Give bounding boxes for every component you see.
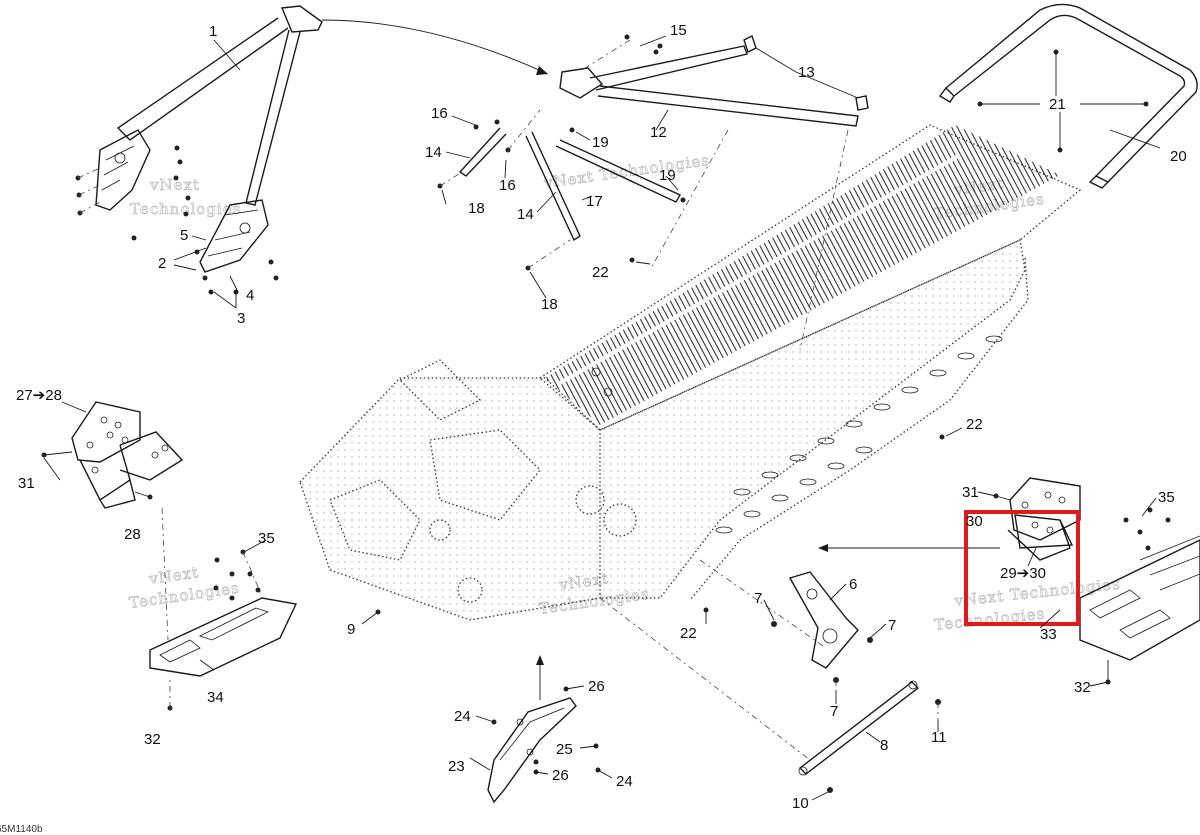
callout-22c[interactable]: 22 <box>680 625 697 642</box>
callout-34[interactable]: 34 <box>207 689 224 706</box>
callout-24b[interactable]: 24 <box>616 773 633 790</box>
callout-31b[interactable]: 31 <box>962 484 979 501</box>
axis-line <box>161 507 169 641</box>
rear-bumper-guard <box>475 685 613 804</box>
callout-22a[interactable]: 22 <box>592 264 609 281</box>
watermark-text: Technologies <box>934 604 1047 634</box>
callout-6[interactable]: 6 <box>849 576 857 593</box>
callout-17[interactable]: 17 <box>586 193 603 210</box>
callout-3[interactable]: 3 <box>237 310 245 327</box>
callout-21[interactable]: 21 <box>1049 96 1066 113</box>
left-footrest-bracket <box>41 401 184 509</box>
upper-strut-assembly <box>437 34 869 271</box>
rear-axle-bracket-assembly <box>599 559 941 793</box>
callout-4[interactable]: 4 <box>246 287 254 304</box>
callout-26a[interactable]: 26 <box>588 678 605 695</box>
left-running-board <box>149 549 298 711</box>
rear-grab-handle <box>938 3 1198 189</box>
callout-11[interactable]: 11 <box>931 729 947 746</box>
watermark-text: Technologies <box>130 200 241 218</box>
callout-7c[interactable]: 7 <box>830 703 838 720</box>
callout-16a[interactable]: 16 <box>431 105 448 122</box>
callout-29-30[interactable]: 29➔30 <box>1000 565 1046 582</box>
callout-25[interactable]: 25 <box>556 741 573 758</box>
callout-32a[interactable]: 32 <box>144 731 161 748</box>
callout-20[interactable]: 20 <box>1170 148 1187 165</box>
callout-19a[interactable]: 19 <box>592 134 609 151</box>
callout-35b[interactable]: 35 <box>1158 489 1175 506</box>
callout-18a[interactable]: 18 <box>468 200 485 217</box>
callout-14a[interactable]: 14 <box>425 144 442 161</box>
callout-24a[interactable]: 24 <box>454 708 471 725</box>
callout-22b[interactable]: 22 <box>966 416 983 433</box>
callout-15[interactable]: 15 <box>670 22 687 39</box>
front-a-frame-assembly <box>75 5 323 295</box>
highlight-box <box>964 510 1080 626</box>
drawing-code-label: 65M1140b <box>0 824 43 835</box>
callout-8[interactable]: 8 <box>880 737 888 754</box>
watermark-text: vNext <box>149 176 200 194</box>
callout-18b[interactable]: 18 <box>541 296 558 313</box>
callout-28[interactable]: 28 <box>124 526 141 543</box>
callout-5[interactable]: 5 <box>180 227 188 244</box>
callout-32b[interactable]: 32 <box>1074 679 1091 696</box>
callout-26b[interactable]: 26 <box>552 767 569 784</box>
axis-line <box>649 129 849 351</box>
callout-27-28[interactable]: 27➔28 <box>16 387 62 404</box>
callout-7b[interactable]: 7 <box>888 617 896 634</box>
callout-23[interactable]: 23 <box>448 758 465 775</box>
callout-19b[interactable]: 19 <box>659 167 676 184</box>
assembly-arrow <box>321 19 549 75</box>
callout-7a[interactable]: 7 <box>754 590 762 607</box>
callout-1[interactable]: 1 <box>209 23 217 40</box>
main-tunnel-chassis <box>299 124 1082 621</box>
callout-leaders <box>43 35 1161 801</box>
callout-labels: 1 2 3 4 5 6 7 7 7 8 9 10 11 12 13 14 14 … <box>16 22 1187 812</box>
callout-2[interactable]: 2 <box>158 255 166 272</box>
watermark-text: vNext Technologies <box>542 151 711 192</box>
callout-12[interactable]: 12 <box>650 124 667 141</box>
callout-10[interactable]: 10 <box>792 795 809 812</box>
callout-30-partial[interactable]: 30 <box>966 513 983 530</box>
callout-9[interactable]: 9 <box>347 621 355 638</box>
callout-31a[interactable]: 31 <box>18 475 35 492</box>
callout-35a[interactable]: 35 <box>258 530 275 547</box>
callout-13[interactable]: 13 <box>798 64 815 81</box>
callout-16b[interactable]: 16 <box>499 177 516 194</box>
watermark-text: Technologies <box>128 579 241 612</box>
callout-33[interactable]: 33 <box>1040 626 1057 643</box>
callout-14b[interactable]: 14 <box>517 206 534 223</box>
